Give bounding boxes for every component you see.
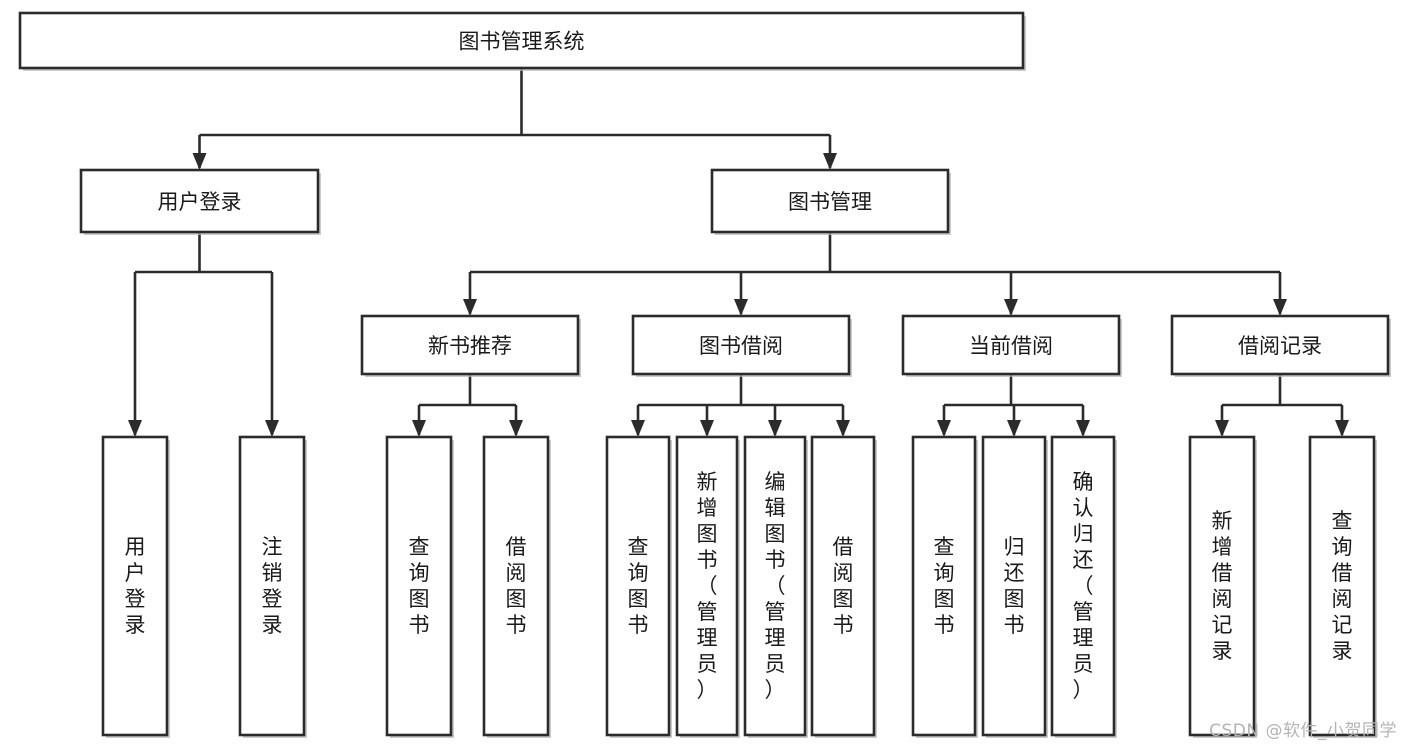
node-rect[interactable] (605, 435, 671, 737)
arrow-head-icon (1273, 299, 1287, 316)
node-label: 查询图书 (934, 535, 955, 637)
node-rect[interactable] (385, 435, 453, 737)
edge-group-user-login (128, 232, 279, 437)
arrow-head-icon (768, 420, 782, 437)
node-label: 查询图书 (628, 535, 649, 637)
node-label: 新增借阅记录 (1212, 509, 1233, 663)
node-rect[interactable] (238, 435, 306, 737)
arrow-head-icon (509, 420, 523, 437)
node-label: 新增图书（管理员） (697, 470, 718, 702)
edge-group-new-book-recommend (412, 374, 523, 437)
node-rect[interactable] (981, 435, 1047, 737)
arrow-head-icon (128, 420, 142, 437)
node-layer: 图书管理系统用户登录图书管理新书推荐图书借阅当前借阅借阅记录用户登录注销登录查询… (18, 11, 1391, 738)
node-leaf-query-book-rec[interactable]: 查询图书 (385, 435, 454, 738)
node-book-manage[interactable]: 图书管理 (710, 168, 951, 235)
node-label: 编辑图书（管理员） (765, 470, 786, 702)
arrow-head-icon (823, 153, 837, 170)
node-leaf-query-book-borrow[interactable]: 查询图书 (605, 435, 672, 738)
node-rect[interactable] (1308, 435, 1376, 737)
node-rect[interactable] (101, 435, 169, 737)
node-borrow-record[interactable]: 借阅记录 (1170, 314, 1391, 377)
node-rect[interactable] (18, 11, 1025, 70)
node-leaf-user-login[interactable]: 用户登录 (101, 435, 170, 738)
node-rect[interactable] (360, 314, 580, 376)
node-rect[interactable] (901, 314, 1121, 376)
node-label: 当前借阅 (969, 334, 1053, 358)
arrow-head-icon (631, 420, 645, 437)
node-label: 借阅记录 (1238, 334, 1322, 358)
node-label: 用户登录 (158, 190, 242, 214)
node-leaf-query-book-current[interactable]: 查询图书 (911, 435, 978, 738)
node-leaf-add-book-admin[interactable]: 新增图书（管理员） (675, 435, 740, 738)
edge-group-borrow-record (1215, 374, 1349, 437)
node-new-book-recommend[interactable]: 新书推荐 (360, 314, 581, 377)
node-book-borrow[interactable]: 图书借阅 (631, 314, 852, 377)
node-leaf-add-borrow-record[interactable]: 新增借阅记录 (1188, 435, 1257, 738)
node-leaf-query-borrow-record[interactable]: 查询借阅记录 (1308, 435, 1377, 738)
arrow-head-icon (412, 420, 426, 437)
arrow-head-icon (836, 420, 850, 437)
node-label: 借阅图书 (833, 535, 854, 637)
node-rect[interactable] (631, 314, 851, 376)
edge-group-book-manage (463, 232, 1287, 316)
edge-group-book-borrow (631, 374, 850, 437)
node-leaf-return-book[interactable]: 归还图书 (981, 435, 1048, 738)
node-rect[interactable] (710, 168, 950, 234)
node-leaf-user-logout[interactable]: 注销登录 (238, 435, 307, 738)
node-rect[interactable] (482, 435, 550, 737)
connector-layer (128, 68, 1349, 437)
node-user-login[interactable]: 用户登录 (79, 168, 321, 235)
edge-group-current-borrow (937, 374, 1090, 437)
node-rect[interactable] (675, 435, 739, 737)
edge-group-root (192, 68, 837, 170)
node-label: 图书借阅 (699, 334, 783, 358)
node-label: 用户登录 (125, 535, 146, 637)
node-label: 注销登录 (262, 535, 283, 637)
arrow-head-icon (265, 420, 279, 437)
node-label: 借阅图书 (506, 535, 527, 637)
arrow-head-icon (463, 299, 477, 316)
arrow-head-icon (1004, 299, 1018, 316)
node-rect[interactable] (1170, 314, 1390, 376)
node-leaf-confirm-return-admin[interactable]: 确认归还（管理员） (1050, 435, 1117, 738)
node-label: 新书推荐 (428, 334, 512, 358)
node-rect[interactable] (1050, 435, 1116, 737)
arrow-head-icon (734, 299, 748, 316)
arrow-head-icon (1215, 420, 1229, 437)
node-label: 图书管理系统 (459, 30, 585, 54)
node-leaf-borrow-book[interactable]: 借阅图书 (810, 435, 877, 738)
node-rect[interactable] (79, 168, 320, 234)
node-rect[interactable] (743, 435, 807, 737)
node-current-borrow[interactable]: 当前借阅 (901, 314, 1122, 377)
node-label: 查询借阅记录 (1332, 509, 1353, 663)
arrow-head-icon (937, 420, 951, 437)
node-label: 归还图书 (1004, 535, 1025, 637)
arrow-head-icon (192, 153, 207, 170)
node-label: 查询图书 (409, 535, 430, 637)
node-rect[interactable] (810, 435, 876, 737)
node-label: 确认归还（管理员） (1073, 470, 1094, 702)
arrow-head-icon (1007, 420, 1021, 437)
node-rect[interactable] (911, 435, 977, 737)
arrow-head-icon (1335, 420, 1349, 437)
node-label: 图书管理 (788, 190, 872, 214)
node-leaf-edit-book-admin[interactable]: 编辑图书（管理员） (743, 435, 808, 738)
node-rect[interactable] (1188, 435, 1256, 737)
node-leaf-borrow-book-rec[interactable]: 借阅图书 (482, 435, 551, 738)
arrow-head-icon (700, 420, 714, 437)
arrow-head-icon (1076, 420, 1090, 437)
node-root[interactable]: 图书管理系统 (18, 11, 1026, 71)
